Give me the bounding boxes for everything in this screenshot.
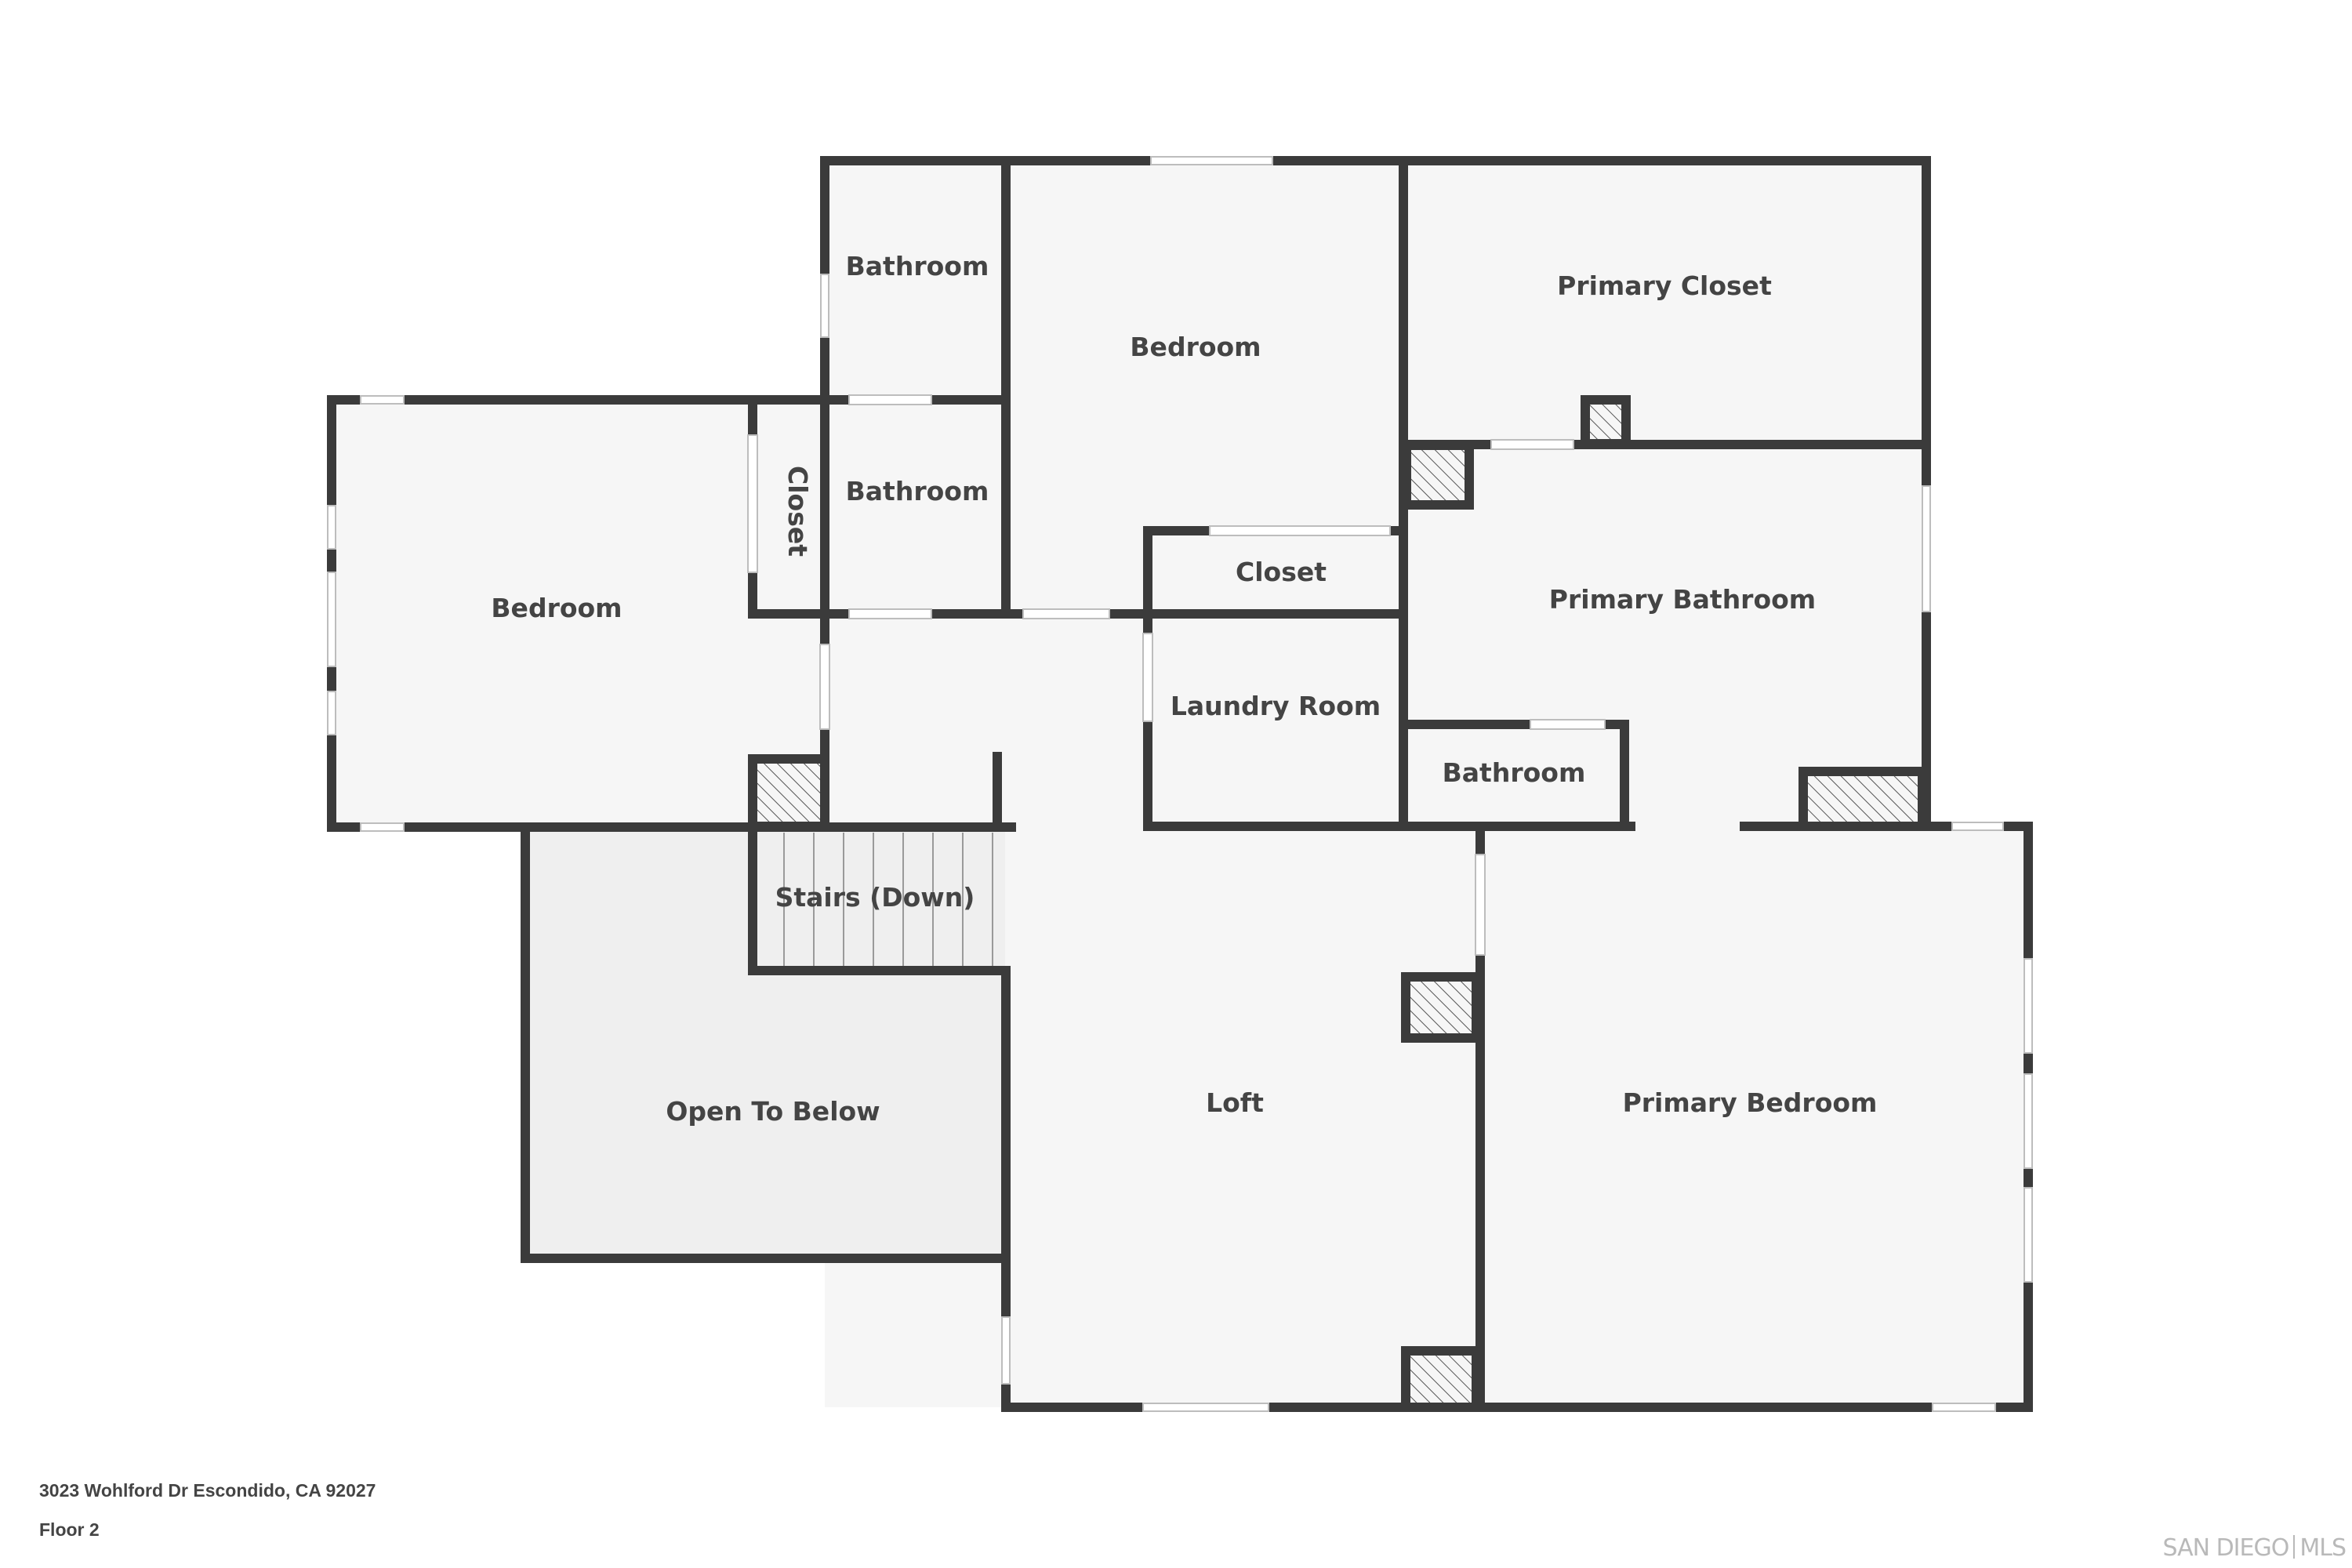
column-block bbox=[1401, 972, 1481, 1043]
column-block bbox=[1798, 767, 1927, 831]
room-label-primary-bathroom: Primary Bathroom bbox=[1549, 584, 1816, 615]
door-opening bbox=[1023, 609, 1109, 619]
door-opening bbox=[1475, 855, 1485, 955]
room-label-primary-closet: Primary Closet bbox=[1557, 270, 1772, 301]
window bbox=[2024, 1073, 2033, 1169]
openings bbox=[327, 156, 2033, 1412]
brand-left: SAN DIEGO bbox=[2162, 1534, 2289, 1562]
window bbox=[1932, 1403, 1996, 1412]
room-label-closet-middle: Closet bbox=[1236, 557, 1327, 587]
room-label-open-to-below: Open To Below bbox=[666, 1096, 880, 1127]
door-openings bbox=[748, 395, 1605, 955]
column-block bbox=[1402, 441, 1474, 510]
stairs-treads bbox=[783, 833, 993, 968]
room-label-laundry-room: Laundry Room bbox=[1171, 691, 1381, 721]
brand-right: MLS bbox=[2299, 1534, 2347, 1562]
door-opening bbox=[849, 395, 931, 405]
door-opening bbox=[849, 609, 931, 619]
floor-label: Floor 2 bbox=[39, 1519, 100, 1540]
column-block bbox=[748, 754, 829, 831]
room-labels: Bathroom Bedroom Primary Closet Bedroom … bbox=[491, 251, 1877, 1127]
window bbox=[1951, 822, 2004, 831]
door-opening bbox=[820, 644, 829, 729]
room-label-primary-bedroom: Primary Bedroom bbox=[1623, 1087, 1878, 1118]
mls-watermark-logo: SAN DIEGO MLS bbox=[2162, 1534, 2347, 1562]
floor-fill bbox=[332, 161, 2028, 1407]
room-label-bathroom-middle: Bathroom bbox=[846, 476, 989, 506]
window bbox=[1922, 485, 1931, 612]
column-block bbox=[1401, 1346, 1481, 1412]
door-opening bbox=[1210, 526, 1390, 535]
window bbox=[360, 822, 405, 832]
room-label-bedroom-left: Bedroom bbox=[491, 593, 622, 623]
room-label-stairs: Stairs (Down) bbox=[775, 882, 975, 913]
door-opening bbox=[1491, 440, 1573, 449]
door-opening bbox=[1143, 633, 1152, 721]
open-to-below-area bbox=[525, 831, 1005, 1257]
window bbox=[327, 691, 336, 735]
room-label-bathroom-small: Bathroom bbox=[1443, 757, 1586, 788]
window bbox=[2024, 958, 2033, 1054]
window bbox=[2024, 1187, 2033, 1283]
room-label-bedroom-top: Bedroom bbox=[1130, 332, 1261, 362]
room-label-bathroom-top: Bathroom bbox=[846, 251, 989, 281]
window bbox=[327, 572, 336, 667]
window bbox=[1150, 156, 1273, 165]
column-block bbox=[1581, 395, 1631, 448]
room-label-closet-vertical: Closet bbox=[782, 466, 813, 557]
door-opening bbox=[748, 435, 757, 572]
window bbox=[360, 395, 405, 405]
door-opening bbox=[1530, 720, 1605, 729]
room-label-loft: Loft bbox=[1206, 1087, 1264, 1118]
window bbox=[1142, 1403, 1269, 1412]
window bbox=[1001, 1316, 1011, 1385]
door-outlines bbox=[747, 394, 1606, 956]
property-address: 3023 Wohlford Dr Escondido, CA 92027 bbox=[39, 1480, 376, 1501]
window bbox=[820, 274, 829, 338]
window bbox=[327, 505, 336, 550]
